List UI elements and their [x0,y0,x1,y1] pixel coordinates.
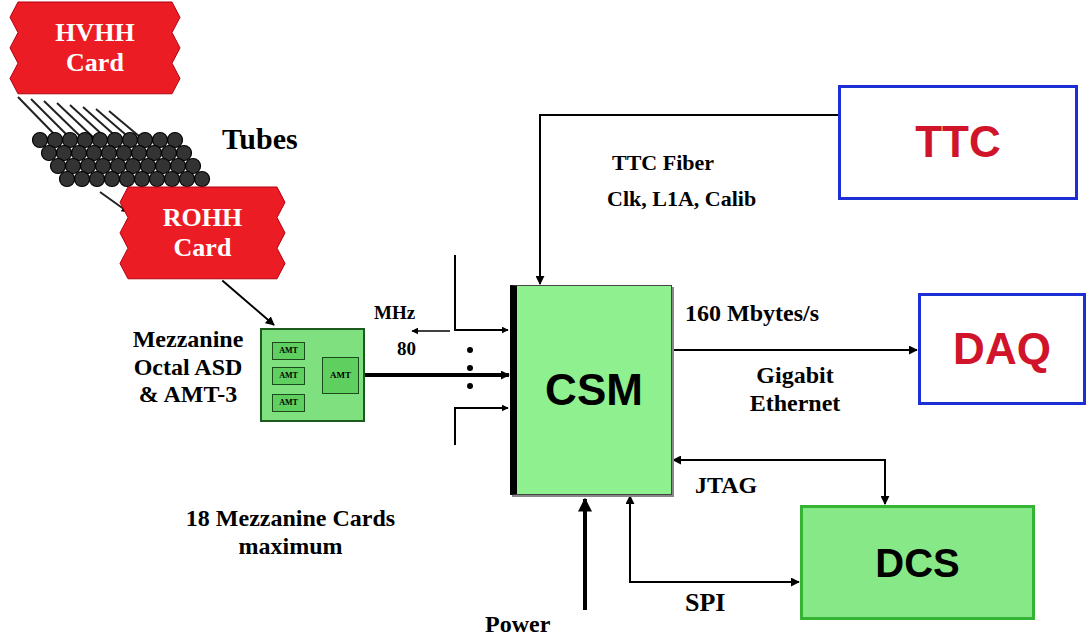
tube [195,172,210,187]
tube [75,172,90,187]
wire [18,97,55,135]
signal-label: Clk, L1A, Calib [607,186,756,211]
tube [60,172,75,187]
connector [673,460,885,504]
drift-tubes [33,133,210,187]
clock-arrow [412,330,450,332]
node-label: ROHH Card [163,203,242,263]
tube [105,172,120,187]
signal-label: TTC Fiber [612,150,714,175]
banner-outline [10,2,180,94]
tube [90,172,105,187]
unit-label: MHz [374,302,415,324]
tube [165,172,180,187]
node-label: DCS [875,540,959,586]
signal-label: SPI [685,588,725,618]
node-label: CSM [545,365,643,416]
amt-chip: AMT [322,357,359,394]
ttc-box: TTC [838,85,1078,200]
note: 18 Mezzanine Cards maximum [183,505,398,560]
mezzanine-card: Mezzanine Octal ASD & AMT-3AMTAMTAMTAMT [260,328,365,422]
signal-label: 160 Mbytes/s [685,300,819,328]
input-line [455,255,508,330]
wire [44,101,81,137]
ellipsis-dot [467,383,473,389]
node-label: AMT [279,371,298,380]
tube [33,133,48,148]
node-label: TTC [915,117,1001,168]
connector [540,115,838,284]
ellipsis-dot [467,365,473,371]
wire [31,99,68,136]
node-label: AMT [330,370,351,380]
connector [673,349,917,351]
tube [135,172,150,187]
power-label: Power [485,611,550,639]
tube [51,159,66,174]
banner-outline [120,187,285,279]
power-arrow [583,499,587,610]
part-name: Tubes [222,122,298,157]
ellipsis-dot [467,347,473,353]
tube [120,172,135,187]
card-label: Mezzanine Octal ASD & AMT-3 [124,326,252,409]
node-label: AMT [279,398,298,407]
csm-module: CSM [510,285,672,495]
node-label: HVHH Card [55,18,134,78]
link-label: Gigabit Ethernet [720,362,870,417]
node-label: DAQ [953,324,1051,375]
connector [365,373,509,377]
tube [150,172,165,187]
asd-chip: AMT [272,342,305,360]
input-line [455,408,508,445]
tube [42,146,57,161]
tube [180,172,195,187]
asd-chip: AMT [272,394,305,412]
node-label: AMT [279,346,298,355]
connector [630,496,799,582]
signal-label: JTAG [695,472,757,500]
asd-chip: AMT [272,367,305,385]
dcs-box: DCS [800,505,1035,620]
hv-card: HVHH Card [10,2,180,94]
connector [222,280,274,325]
value-label: 80 [397,338,416,360]
daq-box: DAQ [918,293,1086,405]
readout-card: ROHH Card [120,187,285,279]
